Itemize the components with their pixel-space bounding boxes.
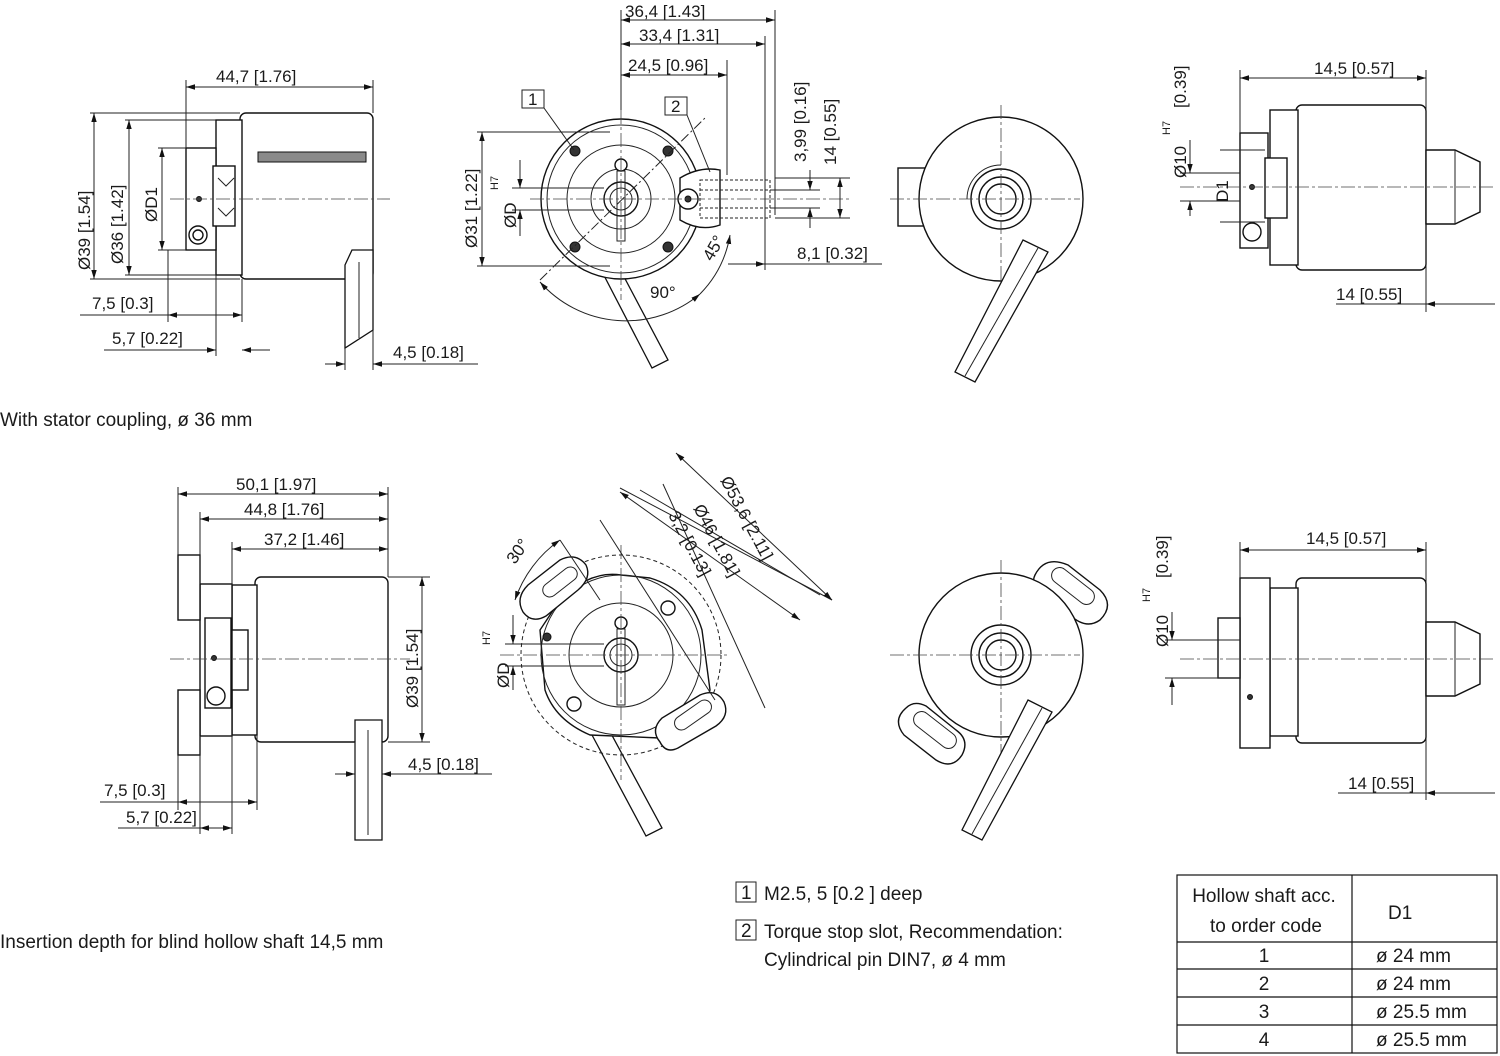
note-2-text: Torque stop slot, Recommendation:	[764, 922, 1063, 943]
note-2-text-line2: Cylindrical pin DIN7, ø 4 mm	[764, 950, 1006, 971]
dim-w1: 36,4 [1.43]	[625, 2, 705, 21]
dim-insert-b: 14,5 [0.57]	[1306, 529, 1386, 548]
dim-offset-a-b: 7,5 [0.3]	[104, 781, 165, 800]
dim-dia-coupling: Ø36 [1.42]	[108, 185, 127, 264]
table-cell-code: 3	[1259, 1002, 1270, 1023]
dim-l2: 44,8 [1.76]	[244, 500, 324, 519]
dim-l3: 37,2 [1.46]	[264, 530, 344, 549]
bottom-back-view	[890, 560, 1109, 841]
bottom-left-side-view: 50,1 [1.97] 44,8 [1.76] 37,2 [1.46] Ø39 …	[100, 475, 492, 841]
dim-d1: ØD1	[142, 187, 161, 222]
note-1-number: 1	[741, 883, 752, 904]
dim-w2: 33,4 [1.31]	[639, 26, 719, 45]
dim-offset-b-b: 5,7 [0.22]	[126, 808, 197, 827]
dim-length-total: 44,7 [1.76]	[216, 67, 296, 86]
angle-30: 30°	[503, 535, 533, 567]
notes: 1 M2.5, 5 [0.2 ] deep 2 Torque stop slot…	[735, 881, 1063, 971]
table-cell-code: 4	[1259, 1030, 1270, 1051]
dim-offset-a: 7,5 [0.3]	[92, 294, 153, 313]
table-header-col2: D1	[1388, 903, 1412, 924]
top-back-view	[890, 105, 1084, 383]
dim-w3: 24,5 [0.96]	[628, 56, 708, 75]
dim-dia-10: Ø10	[1171, 146, 1190, 178]
dim-dia-outer: Ø39 [1.54]	[75, 191, 94, 270]
top-right-side-view: 14,5 [0.57] Ø10 H7 [0.39] D1 14 [0.55]	[1161, 59, 1495, 312]
table-cell-code: 1	[1259, 946, 1270, 967]
dim-v2: 14 [0.55]	[821, 99, 840, 165]
dim-cable-offset: 4,5 [0.18]	[393, 343, 464, 362]
dim-dia-31: Ø31 [1.22]	[462, 169, 481, 248]
angle-90: 90°	[650, 283, 676, 302]
dim-v1: 3,99 [0.16]	[791, 82, 810, 162]
tol-h7-right: H7	[1161, 121, 1173, 135]
table-cell-d1: ø 24 mm	[1376, 974, 1451, 995]
table-cell-d1: ø 25.5 mm	[1376, 1002, 1467, 1023]
dim-cable-offset-b: 4,5 [0.18]	[408, 755, 479, 774]
table-header-col1-line1: Hollow shaft acc.	[1192, 886, 1336, 907]
note-2-number: 2	[741, 921, 752, 942]
dim-insert: 14,5 [0.57]	[1314, 59, 1394, 78]
hollow-shaft-table: Hollow shaft acc. to order code D1 1 ø 2…	[1176, 874, 1498, 1054]
table-cell-code: 2	[1259, 974, 1270, 995]
callout-1: 1	[528, 90, 537, 109]
top-left-side-view: 44,7 [1.76] Ø39 [1.54] Ø36 [1.42] ØD1 7,…	[75, 67, 478, 370]
dim-dia-39: Ø39 [1.54]	[403, 629, 422, 708]
table-header-col1-line2: to order code	[1210, 916, 1322, 937]
dim-l1: 50,1 [1.97]	[236, 475, 316, 494]
caption-stator: With stator coupling, ø 36 mm	[0, 410, 252, 431]
angle-45: 45°	[699, 232, 728, 264]
bottom-right-side-view: 14,5 [0.57] Ø10 H7 [0.39] 14 [0.55]	[1141, 529, 1495, 800]
callout-2: 2	[671, 97, 680, 116]
dim-offset-b: 5,7 [0.22]	[112, 329, 183, 348]
tol-h7-b: H7	[481, 631, 493, 645]
tol-h7-right-b: H7	[1141, 588, 1153, 602]
note-1-text: M2.5, 5 [0.2 ] deep	[764, 884, 922, 905]
dim-inch-b: [0.39]	[1153, 535, 1172, 578]
dim-dia-d-b: ØD	[494, 663, 513, 689]
dim-d1-right: D1	[1213, 180, 1232, 202]
bottom-front-view: Ø53,6 [2.11] Ø46 [1.81] 3,2 [0.13] 30° Ø…	[481, 452, 833, 837]
dim-inch: [0.39]	[1171, 65, 1190, 108]
dim-slot: 8,1 [0.32]	[797, 244, 868, 263]
caption-insertion: Insertion depth for blind hollow shaft 1…	[0, 932, 383, 953]
dim-dia-d: ØD	[501, 203, 520, 229]
dim-dia-10-b: Ø10	[1153, 615, 1172, 647]
tol-h7: H7	[489, 176, 501, 190]
table-cell-d1: ø 24 mm	[1376, 946, 1451, 967]
dim-cable-right-b: 14 [0.55]	[1348, 774, 1414, 793]
dim-cable-right: 14 [0.55]	[1336, 285, 1402, 304]
top-front-view: 36,4 [1.43] 33,4 [1.31] 24,5 [0.96] 3,99…	[462, 2, 882, 369]
table-cell-d1: ø 25.5 mm	[1376, 1030, 1467, 1051]
